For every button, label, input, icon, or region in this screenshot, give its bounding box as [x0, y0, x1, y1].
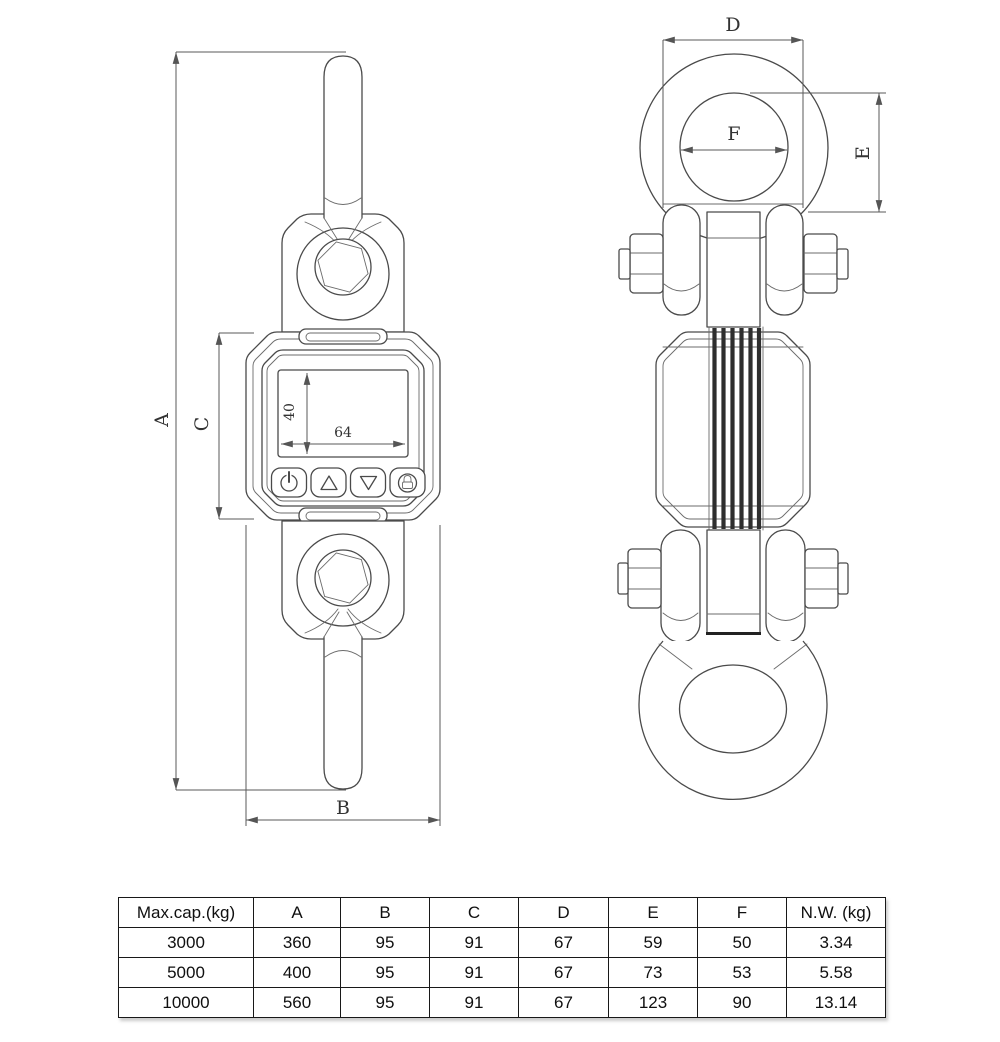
dim-label-d: D: [725, 14, 740, 36]
header-f: F: [697, 897, 787, 928]
cell: 73: [608, 957, 698, 988]
cell: 10000: [118, 987, 254, 1018]
header-d: D: [518, 897, 609, 928]
bottom-shackle-opening: [678, 664, 788, 754]
header-b: B: [340, 897, 430, 928]
header-max-cap: Max.cap.(kg): [118, 897, 254, 928]
front-view-drawing: 40 64: [151, 51, 441, 826]
top-eye-boss: [296, 227, 390, 321]
cell: 5.58: [786, 957, 886, 988]
cell: 95: [340, 927, 430, 958]
spec-header-row: Max.cap.(kg) A B C D E F N.W. (kg): [118, 897, 886, 928]
cell: 13.14: [786, 987, 886, 1018]
top-pin-nut-left: [618, 233, 664, 294]
spec-table: Max.cap.(kg) A B C D E F N.W. (kg) 3000 …: [118, 897, 886, 1018]
dim-label-a: A: [151, 413, 173, 428]
header-e: E: [608, 897, 698, 928]
cell: 91: [429, 927, 519, 958]
cell: 67: [518, 987, 609, 1018]
up-button: [310, 467, 347, 498]
cell: 360: [253, 927, 341, 958]
top-link-block: [706, 211, 761, 328]
cell: 123: [608, 987, 698, 1018]
crane-scale-drawing: 40 64: [151, 14, 886, 826]
spec-row: 3000 360 95 91 67 59 50 3.34: [118, 927, 886, 958]
header-c: C: [429, 897, 519, 928]
arrow-down-icon: [359, 475, 378, 491]
bottom-rod: [323, 636, 363, 790]
front-view-dimensions: A C B: [151, 51, 441, 826]
lock-button: [389, 467, 426, 498]
top-pin-nut-right: [803, 233, 849, 294]
bottom-eye-boss: [296, 533, 390, 627]
side-view-dimensions: D F E: [662, 14, 886, 213]
dim-label-f: F: [727, 123, 740, 145]
top-bumper-tab: [298, 328, 388, 345]
cell: 3000: [118, 927, 254, 958]
dim-label-e: E: [852, 146, 874, 160]
cell: 400: [253, 957, 341, 988]
top-rod: [323, 55, 363, 219]
bottom-pin-nut-left: [617, 548, 662, 609]
cell: 95: [340, 957, 430, 988]
cell: 53: [697, 957, 787, 988]
down-button: [349, 467, 387, 498]
cell: 95: [340, 987, 430, 1018]
power-icon: [280, 471, 298, 492]
cell: 67: [518, 957, 609, 988]
side-view-drawing: D F E: [617, 14, 886, 801]
dim-label-c: C: [191, 417, 213, 432]
bottom-link-block: [706, 529, 761, 635]
screen-width-label: 64: [334, 425, 352, 441]
spec-row: 10000 560 95 91 67 123 90 13.14: [118, 987, 886, 1018]
top-shackle-ear-left: [662, 204, 701, 316]
screen-height-label: 40: [282, 403, 298, 421]
arrow-up-icon: [320, 475, 338, 491]
lcd-screen: [277, 369, 409, 458]
spec-row: 5000 400 95 91 67 73 53 5.58: [118, 957, 886, 988]
bottom-shackle-ear-left: [660, 529, 701, 643]
cell: 91: [429, 957, 519, 988]
cell: 3.34: [786, 927, 886, 958]
cell: 91: [429, 987, 519, 1018]
cell: 50: [697, 927, 787, 958]
bottom-eye-hole: [314, 549, 372, 607]
cell: 560: [253, 987, 341, 1018]
top-shackle-opening: [679, 92, 789, 202]
power-button: [270, 467, 308, 498]
bottom-pin-nut-right: [804, 548, 849, 609]
cell: 5000: [118, 957, 254, 988]
cell: 67: [518, 927, 609, 958]
lock-icon: [397, 473, 418, 493]
top-shackle-ear-right: [765, 204, 804, 316]
header-nw: N.W. (kg): [786, 897, 886, 928]
top-eye-hole: [314, 238, 372, 296]
cell: 59: [608, 927, 698, 958]
bottom-shackle-ear-right: [765, 529, 806, 643]
dim-label-b: B: [336, 797, 350, 819]
header-a: A: [253, 897, 341, 928]
cell: 90: [697, 987, 787, 1018]
load-pin-stripes: [708, 326, 764, 531]
